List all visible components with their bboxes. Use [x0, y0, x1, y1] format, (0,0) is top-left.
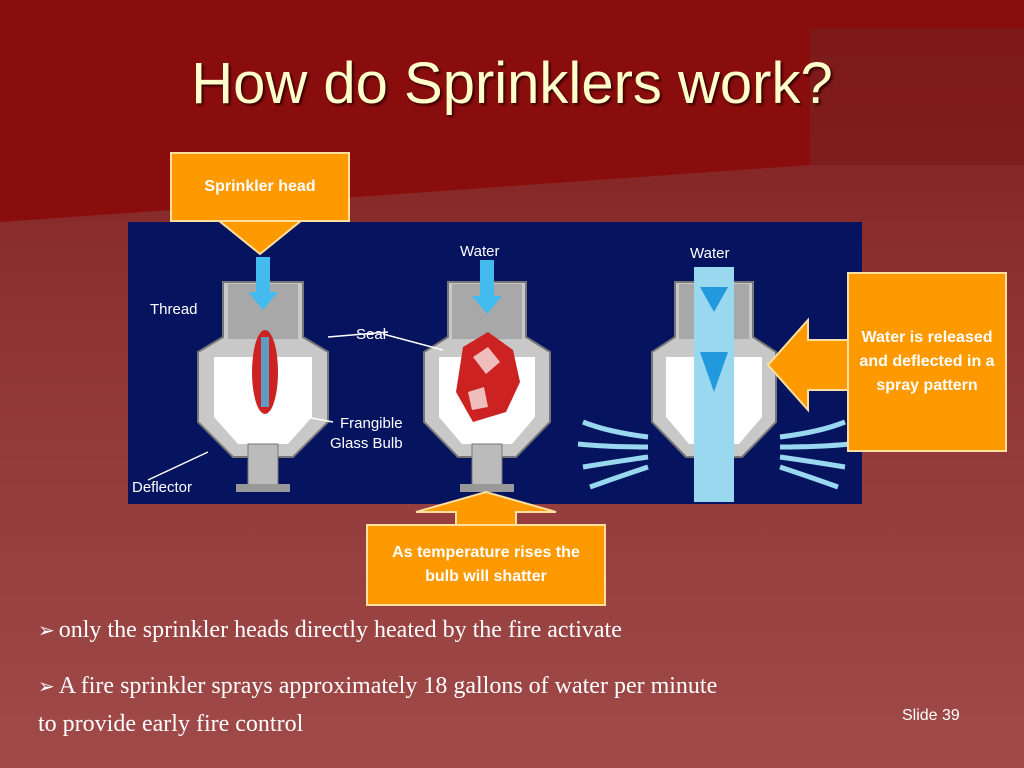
bullet-item: ➢only the sprinkler heads directly heate…: [38, 612, 622, 649]
water-released-callout: Water is released and deflected in a spr…: [847, 272, 1007, 452]
down-arrow-head: [215, 219, 305, 256]
arrow-bullet-icon: ➢: [38, 620, 55, 642]
bullet-item: ➢A fire sprinkler sprays approximately 1…: [38, 668, 717, 705]
water-label-1: Water: [460, 243, 499, 260]
up-arrow-temp: [415, 490, 557, 527]
sprinkler-3-illustration: [577, 267, 851, 502]
sprinkler-head-callout: Sprinkler head: [170, 152, 350, 222]
water-released-callout-text: Water is released and deflected in a spr…: [859, 329, 995, 394]
seal-label: Seal: [356, 326, 386, 343]
sprinkler-head-callout-text: Sprinkler head: [204, 178, 316, 195]
frangible-label: Frangible: [340, 415, 403, 432]
deflector-label: Deflector: [132, 479, 192, 496]
arrow-bullet-icon: ➢: [38, 676, 55, 698]
bullet-continuation: to provide early fire control: [38, 706, 303, 742]
thread-label: Thread: [150, 301, 198, 318]
slide-number: Slide 39: [902, 707, 960, 724]
sprinkler-1-illustration: [197, 257, 329, 492]
sprinkler-diagram: Thread Seal Frangible Glass Bulb Deflect…: [128, 222, 862, 504]
temperature-callout: As temperature rises the bulb will shatt…: [366, 524, 606, 606]
sprinkler-2-illustration: [423, 260, 551, 492]
water-label-2: Water: [690, 245, 729, 262]
temperature-callout-text: As temperature rises the bulb will shatt…: [392, 544, 580, 585]
bullet-text: only the sprinkler heads directly heated…: [58, 617, 622, 643]
left-arrow-water: [766, 317, 849, 413]
page-title: How do Sprinklers work?: [191, 51, 833, 116]
glass-bulb-label: Glass Bulb: [330, 435, 403, 452]
bullet-text: A fire sprinkler sprays approximately 18…: [58, 673, 718, 699]
bullet-text: to provide early fire control: [38, 711, 304, 737]
